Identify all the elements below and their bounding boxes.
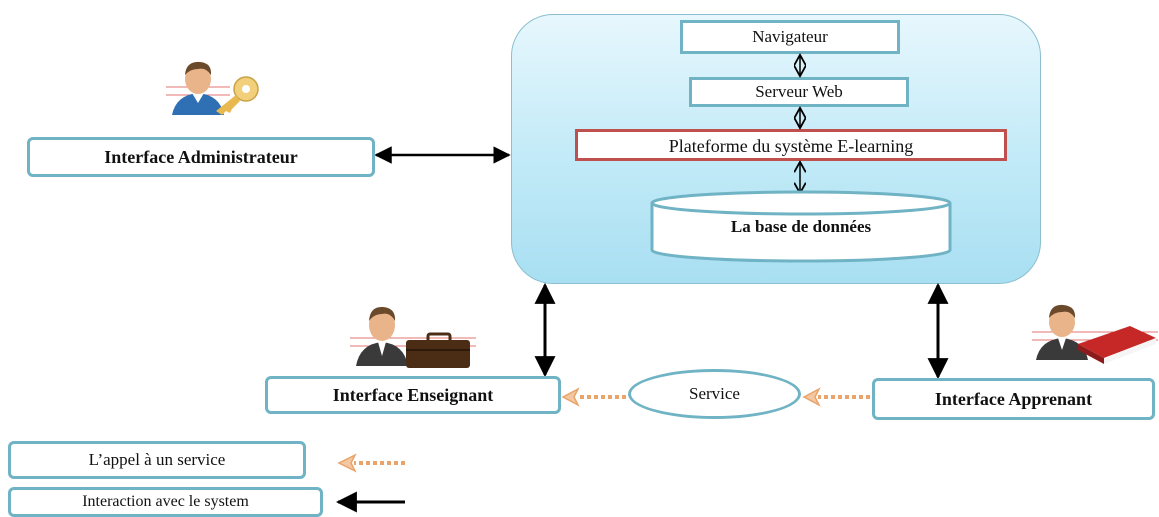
database-label-wrap: La base de données (652, 212, 950, 242)
legend-interaction-box: Interaction avec le system (8, 487, 323, 517)
legend-appel-service-label: L’appel à un service (88, 450, 226, 469)
plateforme-box: Plateforme du système E-learning (575, 129, 1007, 161)
legend-dashed-arrow (337, 453, 405, 473)
serveur-web-label: Serveur Web (755, 82, 843, 101)
interface-apprenant-label: Interface Apprenant (934, 388, 1093, 409)
admin-person-key-icon (166, 61, 259, 115)
interface-apprenant-box: Interface Apprenant (872, 378, 1155, 420)
navigateur-box: Navigateur (680, 20, 900, 54)
database-cylinder (650, 190, 952, 263)
enseignant-person-briefcase-icon (350, 306, 476, 368)
interface-administrateur-label: Interface Administrateur (104, 146, 298, 167)
plateforme-label: Plateforme du système E-learning (668, 136, 914, 156)
base-de-donnees-label: La base de données (730, 217, 872, 236)
interface-enseignant-label: Interface Enseignant (332, 384, 494, 405)
interface-enseignant-box: Interface Enseignant (265, 376, 561, 414)
legend-interaction-label: Interaction avec le system (82, 493, 249, 510)
dashed-arrow-service-enseignant (561, 387, 626, 407)
apprenant-person-book-icon (1032, 304, 1158, 364)
dashed-arrow-apprenant-service (802, 387, 870, 407)
interface-administrateur-box: Interface Administrateur (27, 137, 375, 177)
service-ellipse: Service (628, 369, 801, 419)
legend-appel-service-box: L’appel à un service (8, 441, 306, 479)
serveur-web-box: Serveur Web (689, 77, 909, 107)
service-label: Service (689, 384, 740, 403)
navigateur-label: Navigateur (752, 27, 828, 46)
